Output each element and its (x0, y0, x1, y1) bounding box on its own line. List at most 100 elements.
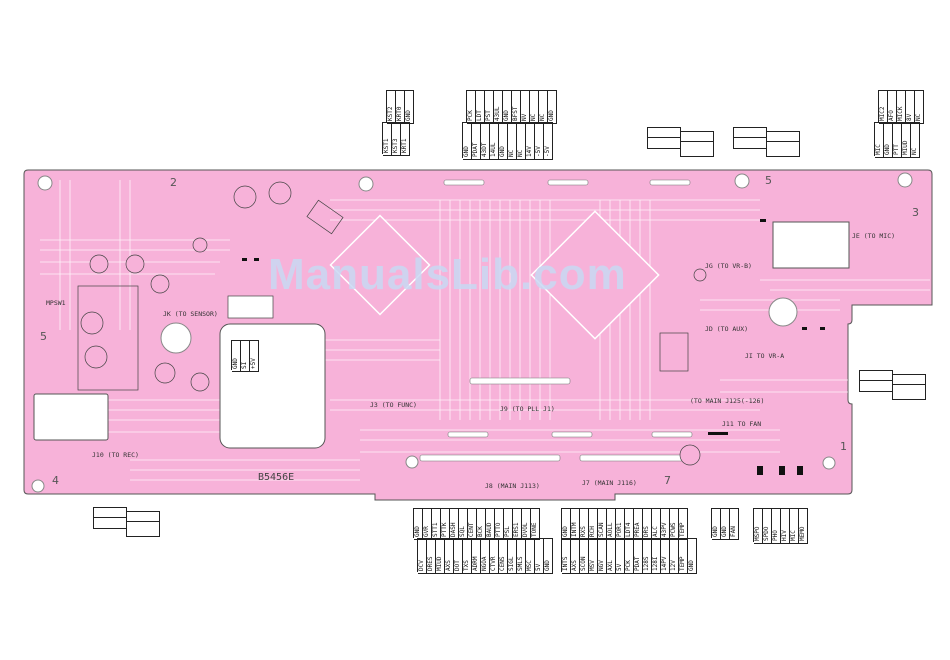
label-jd: JD (TO AUX) (705, 325, 749, 333)
empty-box (126, 511, 160, 537)
label-j10: J10 (TO REC) (92, 451, 139, 459)
empty-box (892, 374, 926, 400)
pin-cell: PCWS (670, 508, 679, 540)
pin-cell: 14UL (490, 122, 499, 160)
pin-table-jk: GND SI +5V (231, 340, 259, 372)
pin-cell: -5V (544, 122, 553, 160)
pin-cell: PCK (625, 538, 634, 574)
empty-box (733, 127, 767, 149)
pin-cell: PTT (893, 122, 902, 158)
pin-cell: GND (688, 538, 697, 574)
pin-cell: GVR (423, 508, 432, 540)
pin-cell: RCH (589, 508, 598, 540)
components (77, 181, 707, 466)
zone-number: 3 (912, 206, 919, 219)
pin-cell: GND (414, 508, 423, 540)
mount-hole (31, 479, 45, 493)
smd-pads (242, 219, 825, 475)
pin-cell: DRES (427, 538, 436, 574)
pin-cell: PREA (634, 508, 643, 540)
pin-table-mic-lower: MIC GND PTT MIUD NC (874, 122, 920, 158)
pin-cell: NGOA (481, 538, 490, 574)
zone-number: 4 (52, 474, 59, 487)
pin-table-pck-upper: PCK LDT PST 43UL GND BFST NV NC NC GND (466, 90, 557, 124)
pin-cell: SMLS (517, 538, 526, 574)
zone-number: 7 (664, 474, 671, 487)
mount-hole (897, 172, 913, 188)
pin-cell: 5V (616, 538, 625, 574)
label-j11: J11 TO FAN (722, 420, 762, 428)
pin-cell: PDAT (634, 538, 643, 574)
pin-cell: ADRM (472, 538, 481, 574)
empty-box (766, 131, 800, 157)
pin-cell: PSL (504, 508, 513, 540)
pin-cell: 128S (643, 538, 652, 574)
pin-table-kst-lower: KST1 KST3 KRT1 (382, 122, 410, 156)
pin-cell: MIUD (902, 122, 911, 158)
pin-cell: SQL (459, 508, 468, 540)
pin-cell: RXS (580, 508, 589, 540)
pin-table-bottom-a-lower: DCV DRES MIUD AXS DOT TXS ADRM NGOA CTVR… (417, 538, 553, 574)
pin-cell: NC (508, 122, 517, 160)
pin-cell: 12V (670, 538, 679, 574)
pin-cell: KRT0 (396, 90, 405, 124)
pin-cell: GND (503, 90, 512, 124)
pin-cell: TONE (531, 508, 540, 540)
watermark: ManualsLib.com (268, 250, 627, 299)
cutout-rec (33, 393, 109, 441)
pin-cell: SIGL (508, 538, 517, 574)
empty-box (859, 370, 893, 392)
pin-cell: DASH (450, 508, 459, 540)
pin-cell: GND (544, 538, 553, 574)
label-jk: JK (TO SENSOR) (163, 310, 218, 318)
label-jg: JG (TO VR-B) (705, 262, 752, 270)
pin-cell: PTTK (441, 508, 450, 540)
pin-cell: 8V (906, 90, 915, 124)
pin-cell: LDT4 (625, 508, 634, 540)
pin-cell: FAN (730, 508, 739, 540)
zone-number: 1 (840, 440, 847, 453)
pin-cell: -5V (535, 122, 544, 160)
board-id: B5456E (258, 472, 295, 483)
pin-cell: ALC (652, 508, 661, 540)
pin-cell: CENS (499, 538, 508, 574)
pin-table-bottom-b-lower: INTS AXS SCON MSV NGV AXL 5V PCK PDAT 12… (561, 538, 697, 574)
ic-chip-left (329, 214, 431, 316)
pin-cell: SPDO (763, 508, 772, 544)
label-je: JE (TO MIC) (852, 232, 896, 240)
mount-hole (405, 455, 419, 469)
pin-cell: HIV (781, 508, 790, 544)
pin-cell: POR1 (616, 508, 625, 540)
pin-cell: AFO (888, 90, 897, 124)
mount-hole (768, 297, 798, 327)
pin-cell: DRS (643, 508, 652, 540)
pin-cell: PST (485, 90, 494, 124)
pin-cell: KST2 (387, 90, 396, 124)
pin-table-bottom-b-upper: GND INTM RXS RCH SCAN AOLL POR1 LDT4 PRE… (561, 508, 688, 540)
pin-cell: KST1 (383, 122, 392, 156)
pin-cell: GND (562, 508, 571, 540)
label-mpsw: MPSW1 (46, 299, 66, 307)
mount-hole (160, 322, 192, 354)
empty-box (647, 127, 681, 149)
pin-cell: SI (241, 340, 250, 372)
pin-cell: AOLL (607, 508, 616, 540)
pin-cell: SCON (580, 538, 589, 574)
pin-cell: INTS (562, 538, 571, 574)
pin-cell: 14V (526, 122, 535, 160)
pin-table-fan: GND GND FAN (711, 508, 739, 540)
pin-cell: MSV (589, 538, 598, 574)
pin-cell: 43DT (481, 122, 490, 160)
pin-cell: NC (539, 90, 548, 124)
pin-cell: PTTO (495, 508, 504, 540)
ic-chip-center (530, 210, 660, 340)
label-j3: J3 (TO FUNC) (370, 401, 417, 409)
pin-cell: BFST (512, 90, 521, 124)
pin-table-mic-bottom: MSPO SPDO PHO HIV MIC MEMO (753, 508, 808, 544)
pin-cell: STT1 (432, 508, 441, 540)
pin-cell: 43UL (494, 90, 503, 124)
mount-hole (822, 456, 836, 470)
zone-number: 2 (170, 176, 177, 189)
pin-cell: GND (884, 122, 893, 158)
